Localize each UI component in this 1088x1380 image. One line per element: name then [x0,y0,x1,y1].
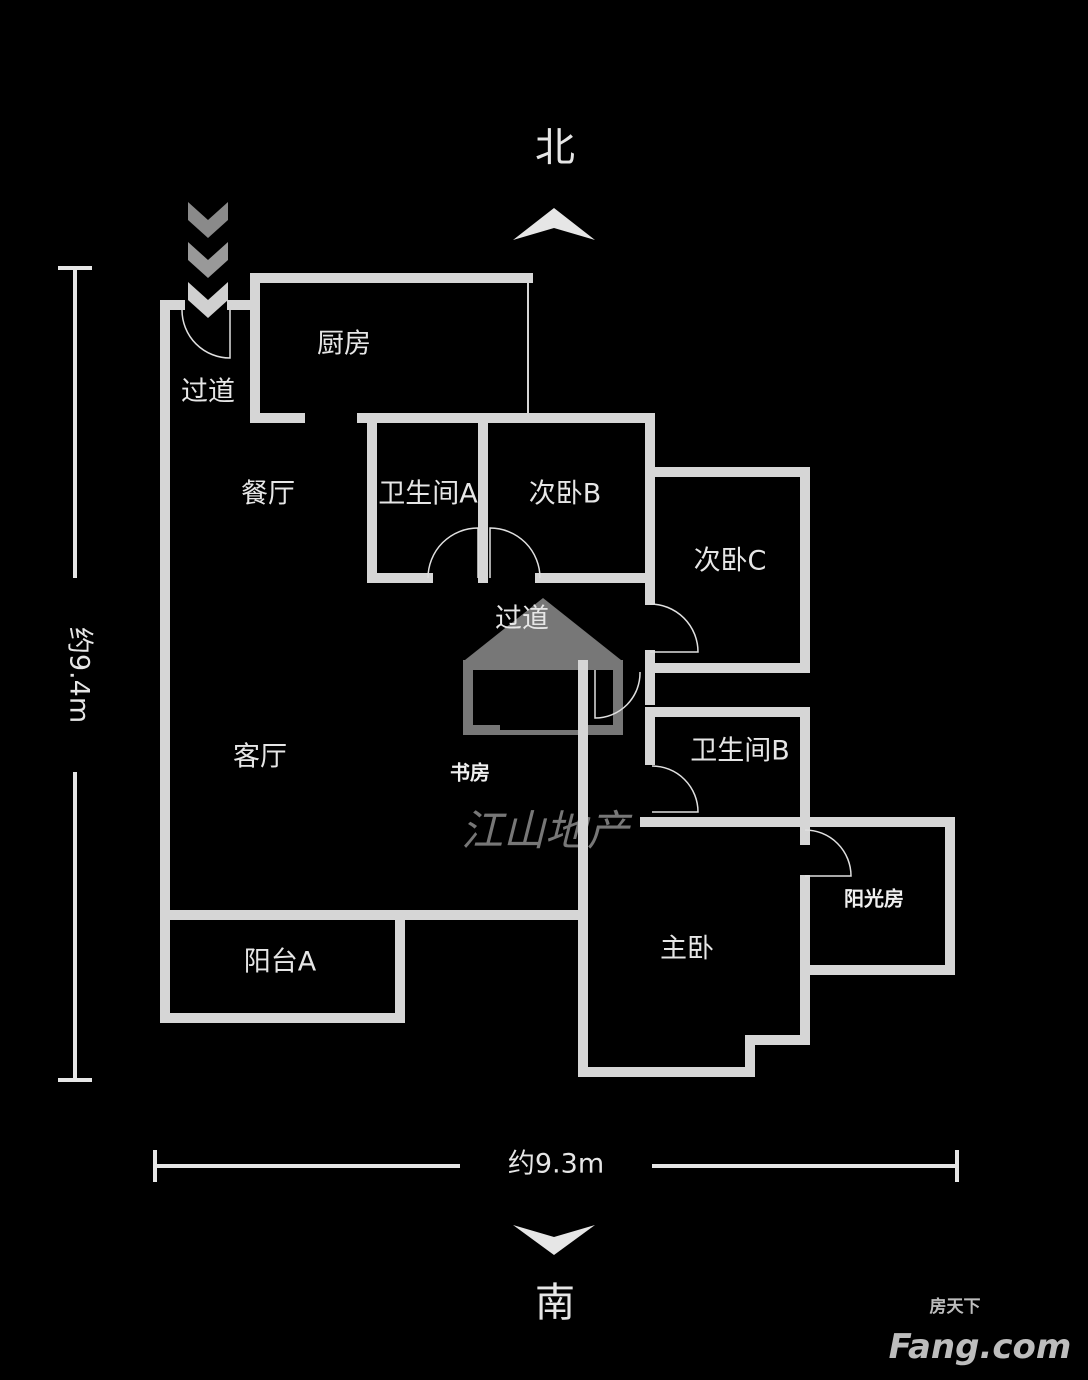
north-label: 北 [535,125,575,171]
room-bathroom-a: 卫生间A [378,479,478,510]
width-label: 约9.3m [508,1149,604,1180]
room-bathroom-b: 卫生间B [690,736,790,767]
room-corridor: 过道 [495,604,549,635]
room-study: 书房 [450,761,490,785]
height-dimension: 约9.4m [58,266,95,1082]
width-dimension: 约9.3m [153,1149,959,1182]
room-bedroom-b: 次卧B [529,479,602,510]
height-label: 约9.4m [64,627,95,723]
walls [160,273,955,1077]
room-kitchen: 厨房 [317,329,371,360]
north-arrow-icon [513,208,595,240]
room-living: 客厅 [233,742,287,773]
watermark-logo: 江山地产 [461,598,633,855]
south-arrow-icon [513,1225,595,1255]
logo-en: Fang.com [889,1327,1072,1367]
fang-logo: 房天下 Fang.com [889,1296,1072,1367]
room-bedroom-c: 次卧C [694,546,767,577]
room-entry-corridor: 过道 [181,377,235,408]
room-sunroom: 阳光房 [844,887,904,911]
doors [181,309,852,877]
room-dining: 餐厅 [241,479,295,510]
south-label: 南 [535,1280,575,1326]
watermark-text: 江山地产 [461,806,633,855]
logo-cn: 房天下 [930,1296,981,1317]
room-balcony-a: 阳台A [244,947,317,978]
entrance-arrow-icon [188,202,228,318]
room-master-bedroom: 主卧 [660,934,714,965]
